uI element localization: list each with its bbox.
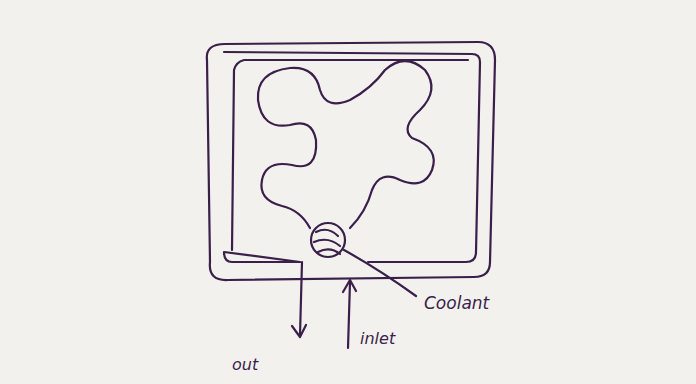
handwritten-label: out <box>230 356 260 374</box>
inlet-pipe <box>348 282 350 348</box>
coolant-coil <box>311 223 345 257</box>
housing-outline <box>207 42 495 280</box>
handwritten-label: Coolant <box>422 294 491 313</box>
coil-windings <box>314 230 340 254</box>
inlet-arrowhead <box>343 280 356 292</box>
coolant-leader <box>344 250 416 296</box>
housing-inner-outline <box>224 52 480 262</box>
outlet-pipe <box>300 262 302 335</box>
handwritten-label: inlet <box>358 330 397 348</box>
fluid-chamber <box>258 61 434 228</box>
housing-wall <box>232 60 468 250</box>
outlet-arrowhead <box>292 325 306 337</box>
